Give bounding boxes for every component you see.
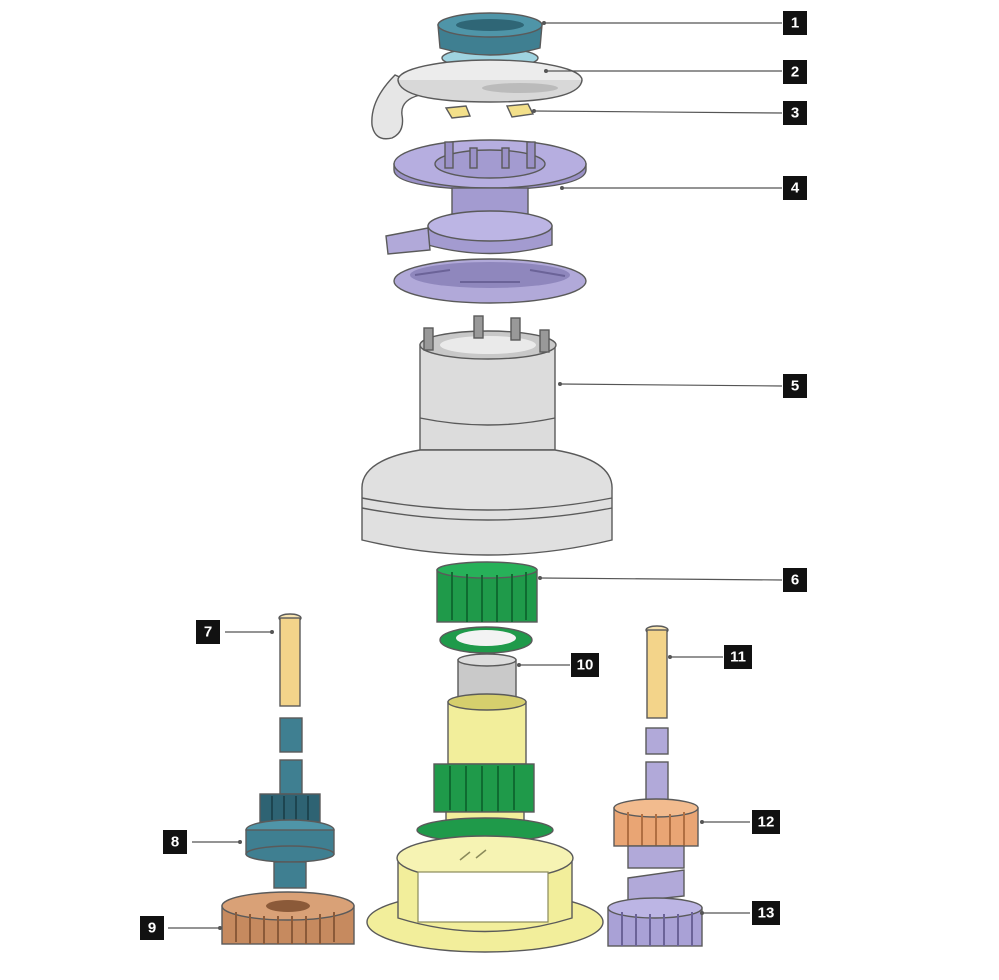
callout-4: 4	[783, 176, 807, 200]
callout-8: 8	[163, 830, 187, 854]
part-3-pawls	[444, 103, 535, 119]
main-shaft-assembly	[416, 693, 554, 843]
right-spacers	[645, 727, 669, 803]
callout-1: 1	[783, 11, 807, 35]
part-4-gear-housing	[385, 139, 587, 304]
callout-1-label: 1	[791, 15, 799, 32]
callout-5: 5	[783, 374, 807, 398]
part-9-copper-gear	[221, 891, 355, 945]
callout-12: 12	[752, 810, 780, 834]
part-13-lilac-gear	[607, 869, 703, 947]
callout-6: 6	[783, 568, 807, 592]
callout-3-label: 3	[791, 105, 799, 122]
callout-7-label: 7	[204, 624, 212, 641]
callout-8-label: 8	[171, 834, 179, 851]
callout-9: 9	[140, 916, 164, 940]
part-2-handle-plate	[371, 59, 583, 140]
callout-9-label: 9	[148, 920, 156, 937]
part-5-drum	[361, 315, 613, 556]
left-spacer	[279, 717, 303, 753]
callout-2-label: 2	[791, 64, 799, 81]
callout-13: 13	[752, 901, 780, 925]
callout-3: 3	[783, 101, 807, 125]
callout-12-label: 12	[758, 814, 775, 831]
callout-2: 2	[783, 60, 807, 84]
part-11-right-pin	[645, 625, 669, 719]
part-8-blue-gear	[245, 759, 335, 889]
callout-11-label: 11	[730, 649, 746, 666]
part-6-green-gear	[436, 561, 538, 623]
part-7-left-pin	[278, 613, 302, 707]
leader-lines	[168, 21, 783, 930]
callout-4-label: 4	[791, 180, 800, 197]
callout-6-label: 6	[791, 572, 799, 589]
callout-10-label: 10	[577, 657, 594, 674]
part-12-orange-gear	[613, 798, 699, 869]
callout-10: 10	[571, 653, 599, 677]
winch-base	[366, 835, 604, 953]
callout-11: 11	[724, 645, 752, 669]
callout-5-label: 5	[791, 378, 799, 395]
callout-13-label: 13	[758, 905, 775, 922]
callout-7: 7	[196, 620, 220, 644]
